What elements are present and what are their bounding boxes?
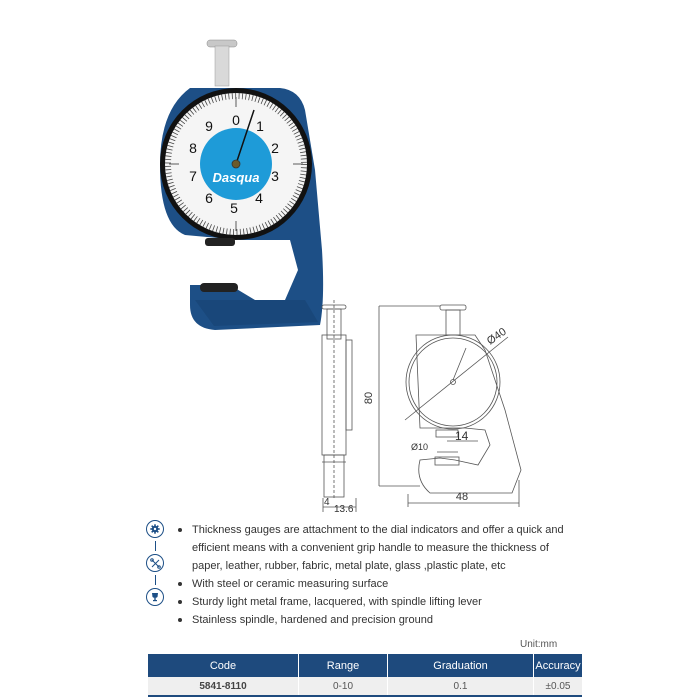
cell-code: 5841-8110 [148, 677, 299, 697]
connector-line [155, 575, 156, 585]
unit-label: Unit:mm [520, 639, 558, 650]
table-header-row: Code Range Graduation Accuracy [148, 654, 582, 677]
tools-icon [146, 554, 164, 572]
feature-list: Thickness gauges are attachment to the d… [176, 521, 566, 629]
connector-line [155, 541, 156, 551]
feature-item: Sturdy light metal frame, lacquered, wit… [176, 593, 566, 611]
feature-icons [146, 520, 172, 606]
trophy-icon [146, 588, 164, 606]
svg-text:5: 5 [230, 200, 238, 216]
dim-side-a: 4 [324, 497, 330, 508]
svg-text:4: 4 [255, 190, 263, 206]
dial-needle [235, 109, 255, 165]
svg-text:9: 9 [205, 118, 213, 134]
table-row: 5841-8110 0-10 0.1 ±0.05 [148, 677, 582, 697]
feature-item: Stainless spindle, hardened and precisio… [176, 611, 566, 629]
dim-throat: 14 [455, 429, 469, 443]
svg-text:7: 7 [189, 168, 197, 184]
feature-item: Thickness gauges are attachment to the d… [176, 521, 566, 575]
svg-text:2: 2 [271, 140, 279, 156]
svg-text:3: 3 [271, 168, 279, 184]
dim-width: 48 [456, 491, 468, 503]
feature-item: With steel or ceramic measuring surface [176, 575, 566, 593]
svg-text:1: 1 [256, 118, 264, 134]
cell-accuracy: ±0.05 [533, 677, 582, 697]
gear-icon [146, 520, 164, 538]
cell-range: 0-10 [298, 677, 388, 697]
header-code: Code [148, 654, 299, 677]
cell-graduation: 0.1 [387, 677, 534, 697]
spec-table: Code Range Graduation Accuracy 5841-8110… [148, 654, 582, 697]
svg-text:8: 8 [189, 140, 197, 156]
dim-anvil-diameter: Ø10 [411, 442, 428, 452]
dim-height: 80 [363, 392, 375, 404]
technical-drawing: 80 Ø40 Ø10 14 48 4 13.6 [321, 300, 522, 515]
dim-dial-diameter: Ø40 [485, 326, 509, 348]
header-accuracy: Accuracy [533, 654, 582, 677]
dial-number: 0 [232, 112, 240, 128]
product-photo: Dasqua 0 1 2 3 4 5 6 7 8 9 [160, 39, 324, 330]
header-graduation: Graduation [387, 654, 534, 677]
brand-logo: Dasqua [213, 170, 260, 185]
svg-text:6: 6 [205, 190, 213, 206]
header-range: Range [298, 654, 388, 677]
dim-side-b: 13.6 [334, 504, 354, 515]
